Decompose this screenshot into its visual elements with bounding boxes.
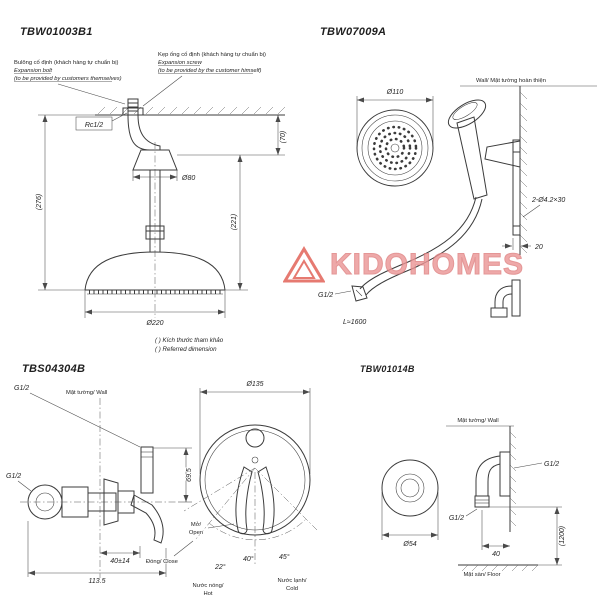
label-hot-vi: Nước nóng/ xyxy=(193,583,224,589)
label-hot-en: Hot xyxy=(203,591,212,597)
dim-thread-top-label: G1/2 xyxy=(14,385,29,392)
dim-thread-label: Rc1/2 xyxy=(85,122,103,129)
note-bolt-en: Expansion bolt xyxy=(14,68,52,74)
dim-head-dia-label: Ø110 xyxy=(386,89,404,96)
hose xyxy=(351,196,483,302)
tbw07009a-drawing: Wall/ Mặt tường hoàn thiện Ø110 xyxy=(317,77,597,327)
product-title-tbw01014b: TBW01014B xyxy=(360,364,415,374)
angle-hot-label: 40° xyxy=(243,555,254,563)
dimensions: Rc1/2 (70) Ø80 (276) (221) xyxy=(35,112,288,328)
shower-head xyxy=(84,251,226,295)
dim-hose-length-label: L≈1600 xyxy=(343,319,366,326)
dim-flange-dia-label: Ø80 xyxy=(181,175,195,182)
dimensions: G1/2 40 (1200) G1/2 xyxy=(448,460,567,566)
product-panel-tbw07009a: TBW07009A Wall/ Mặt tường hoàn thiện xyxy=(310,0,600,360)
product-panel-tbw01014b: TBW01014B Ø54 Mặt tường/ Wall xyxy=(330,360,600,600)
label-cold-vi: Nước lạnh/ xyxy=(278,578,307,584)
floor: Mặt sàn/ Floor xyxy=(458,564,539,579)
elbow-front-view xyxy=(381,459,439,517)
wall-label: Mặt tường/ Wall xyxy=(457,418,498,424)
dim-offset-label: 20 xyxy=(534,244,543,251)
dim-thread-left-label: G1/2 xyxy=(6,473,21,480)
dim-width-label: 113.5 xyxy=(89,578,106,585)
dim-height-label: (1200) xyxy=(559,526,566,546)
dim-face-diameter: Ø54 xyxy=(381,492,439,549)
dim-face-dia-label: Ø54 xyxy=(402,541,416,548)
dim-head-dia-label: Ø220 xyxy=(145,320,163,327)
notes: Bulông cố định (khách hàng tự chuẩn bị) … xyxy=(13,50,267,107)
watermark-brand: KIDOHOMES xyxy=(329,248,525,282)
handshower-side-view xyxy=(447,99,521,236)
note-screw-vi: Kẹp ống cố định (khách hàng tự chuẩn bị) xyxy=(158,51,266,58)
dim-total-height-label: (276) xyxy=(36,194,43,210)
kidohomes-watermark: KIDOHOMES xyxy=(283,246,524,284)
dim-height-label: 69.5 xyxy=(186,468,193,482)
dim-body-height-label: (221) xyxy=(231,214,238,230)
label-cold-en: Cold xyxy=(286,586,298,592)
dim-depth-label: 40±14 xyxy=(110,558,130,565)
dim-offset-label: 40 xyxy=(492,551,500,558)
product-title-tbs04304b: TBS04304B xyxy=(22,363,86,375)
dim-head-diameter: Ø110 xyxy=(356,88,434,144)
mixer-front-view xyxy=(199,424,311,536)
dim-arm-height-label: (70) xyxy=(280,131,287,143)
handshower-face-view xyxy=(356,109,434,187)
label-close: Đóng/ Close xyxy=(146,559,178,565)
product-panel-tbs04304b: TBS04304B Mặt tường/ Wall G1/2 xyxy=(0,360,330,600)
dim-thread-label: G1/2 xyxy=(318,292,333,299)
note-bolt-vi: Bulông cố định (khách hàng tự chuẩn bị) xyxy=(14,59,118,66)
dimensions: 2-Ø4.2×30 20 G1/2 L≈1600 xyxy=(317,196,566,326)
dim-thread-out-label: G1/2 xyxy=(449,515,464,522)
tbw01003b1-drawing: Bulông cố định (khách hàng tự chuẩn bị) … xyxy=(13,50,288,353)
tbs04304b-drawing: Mặt tường/ Wall G1/2 G1/2 xyxy=(5,380,318,598)
mixer-side-view xyxy=(27,446,164,544)
product-panel-tbw01003b1: TBW01003B1 xyxy=(0,0,310,360)
tbw01014b-drawing: Ø54 Mặt tường/ Wall Mặt sàn/ Floor xyxy=(381,417,567,579)
wall: Wall/ Mặt tường hoàn thiện xyxy=(460,77,597,255)
dim-face-dia-label: Ø135 xyxy=(245,381,263,388)
dim-screws-label: 2-Ø4.2×30 xyxy=(531,197,565,204)
wall-label: Wall/ Mặt tường hoàn thiện xyxy=(476,78,546,84)
floor-label: Mặt sàn/ Floor xyxy=(463,572,500,578)
product-title-tbw01003b1: TBW01003B1 xyxy=(20,26,93,38)
note-screw-en: Expansion screw xyxy=(158,60,203,66)
wall-outlet-elbow xyxy=(490,279,521,318)
shower-arm xyxy=(122,98,178,252)
dim-thread-wall-label: G1/2 xyxy=(544,461,559,468)
product-title-tbw07009a: TBW07009A xyxy=(320,26,387,38)
note-bolt-en2: (to be provided by customers themselves) xyxy=(14,76,122,82)
angle-close-label: 22° xyxy=(214,563,226,571)
footnote-en: ( ) Referred dimension xyxy=(155,346,217,353)
footnote-vi: ( ) Kích thước tham khảo xyxy=(155,337,224,344)
side-view-dimensions: G1/2 G1/2 69.5 40±14 113.5 xyxy=(5,384,193,585)
elbow-side-view xyxy=(474,451,511,508)
label-open-en: Open xyxy=(189,530,203,536)
note-screw-en2: (to be provided by the customer himself) xyxy=(158,68,261,74)
label-open-vi: Mở/ xyxy=(191,521,202,528)
wall-label: Mặt tường/ Wall xyxy=(66,390,107,396)
front-view-dimensions: Ø135 40° 45° 22° Mở/ Open Đóng/ Close Nư… xyxy=(145,380,318,598)
angle-cold-label: 45° xyxy=(279,553,290,561)
kidohomes-logo-icon xyxy=(283,246,325,283)
